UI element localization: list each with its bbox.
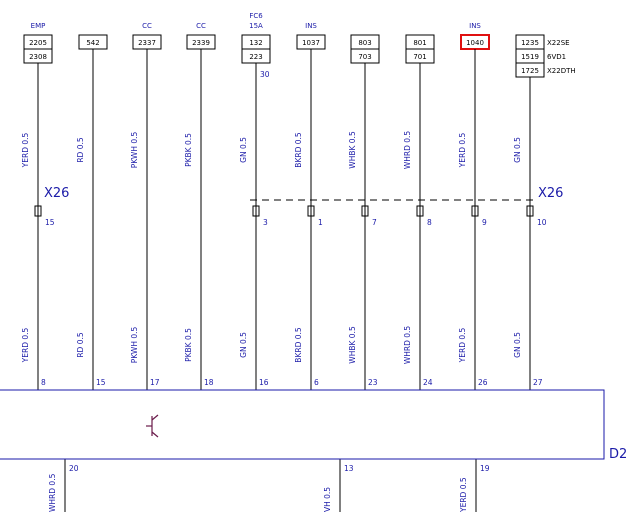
wire-color-label: YERD 0.5: [21, 327, 30, 363]
connector-pin-number: 10: [537, 218, 547, 227]
circuit-number: 2205: [29, 39, 47, 47]
circuit-number: 801: [413, 39, 426, 47]
connector-label-left: X26: [44, 186, 69, 201]
circuit-number: 1519: [521, 53, 539, 61]
wire-color-label: RD 0.5: [76, 332, 85, 358]
wire-header-label: INS: [305, 22, 317, 30]
connector-pin-number: 9: [482, 218, 487, 227]
circuit-number: 2337: [138, 39, 156, 47]
connector-pin-number: 8: [427, 218, 432, 227]
circuit-number: 703: [358, 53, 371, 61]
wire-color-label: YERD 0.5: [21, 132, 30, 168]
module-pin-number: 15: [96, 378, 106, 387]
wire-header-label: 15A: [249, 22, 263, 30]
connector-pin-number: 15: [45, 218, 55, 227]
module-pin-number: 6: [314, 378, 319, 387]
circuit-side-label: X22SE: [547, 39, 570, 47]
wire-color-label: PKBK 0.5: [184, 328, 193, 362]
module-box: [0, 389, 605, 460]
wire-color-label: YERD 0.5: [458, 327, 467, 363]
connector-pin-number: 7: [372, 218, 377, 227]
module-pin-number: 13: [344, 464, 354, 473]
wire-header-label: CC: [196, 22, 206, 30]
wire-color-label: PKWH 0.5: [130, 327, 139, 364]
connector-pin-number: 3: [263, 218, 268, 227]
module-pin-number: 8: [41, 378, 46, 387]
wire-color-label: WHBK 0.5: [348, 131, 357, 169]
transistor-symbol: [146, 414, 159, 438]
circuit-side-label: 6VD1: [547, 53, 566, 61]
wire-color-label: GN 0.5: [513, 332, 522, 358]
module-pin-number: 20: [69, 464, 79, 473]
module-pin-number: 23: [368, 378, 378, 387]
wire-color-label: WHRD 0.5: [48, 473, 57, 512]
module-pin-number: 17: [150, 378, 160, 387]
wire-color-label: VH 0.5: [323, 487, 332, 512]
module-pin-number: 16: [259, 378, 269, 387]
wire-color-label: GN 0.5: [513, 137, 522, 163]
wire-header-label: FC6: [249, 12, 263, 20]
circuit-number: 1037: [302, 39, 320, 47]
wire-header-label: EMP: [31, 22, 46, 30]
wire-color-label: WHRD 0.5: [403, 131, 412, 170]
circuit-number: 701: [413, 53, 426, 61]
wire-header-label: INS: [469, 22, 481, 30]
connector-label-right: X26: [538, 186, 563, 201]
circuit-number: 2339: [192, 39, 210, 47]
wire-header-label: CC: [142, 22, 152, 30]
circuit-number: 2308: [29, 53, 47, 61]
circuit-number: 803: [358, 39, 371, 47]
circuit-number: 1040: [466, 39, 484, 47]
wire-color-label: GN 0.5: [239, 332, 248, 358]
circuit-number: 223: [249, 53, 262, 61]
wire-color-label: WHBK 0.5: [348, 326, 357, 364]
wire-color-label: BKRD 0.5: [294, 132, 303, 168]
wire-color-label: YERD 0.5: [459, 477, 468, 512]
module-label: D2: [609, 447, 627, 462]
circuit-side-label: X22DTH: [547, 67, 576, 75]
connector-pin-number: 1: [318, 218, 323, 227]
circuit-number: 1725: [521, 67, 539, 75]
wire-color-label: WHRD 0.5: [403, 326, 412, 365]
module-pin-number: 26: [478, 378, 488, 387]
wire-color-label: PKBK 0.5: [184, 133, 193, 167]
wire-color-label: RD 0.5: [76, 137, 85, 163]
wire-note-label: 30: [260, 70, 270, 79]
circuit-number: 542: [86, 39, 99, 47]
module-pin-number: 19: [480, 464, 490, 473]
wire-color-label: GN 0.5: [239, 137, 248, 163]
circuit-number: 132: [249, 39, 262, 47]
wire-color-label: PKWH 0.5: [130, 132, 139, 169]
module-pin-number: 27: [533, 378, 543, 387]
module-pin-number: 18: [204, 378, 214, 387]
wire-color-label: YERD 0.5: [458, 132, 467, 168]
wire-color-label: BKRD 0.5: [294, 327, 303, 363]
circuit-number: 1235: [521, 39, 539, 47]
module-pin-number: 24: [423, 378, 433, 387]
